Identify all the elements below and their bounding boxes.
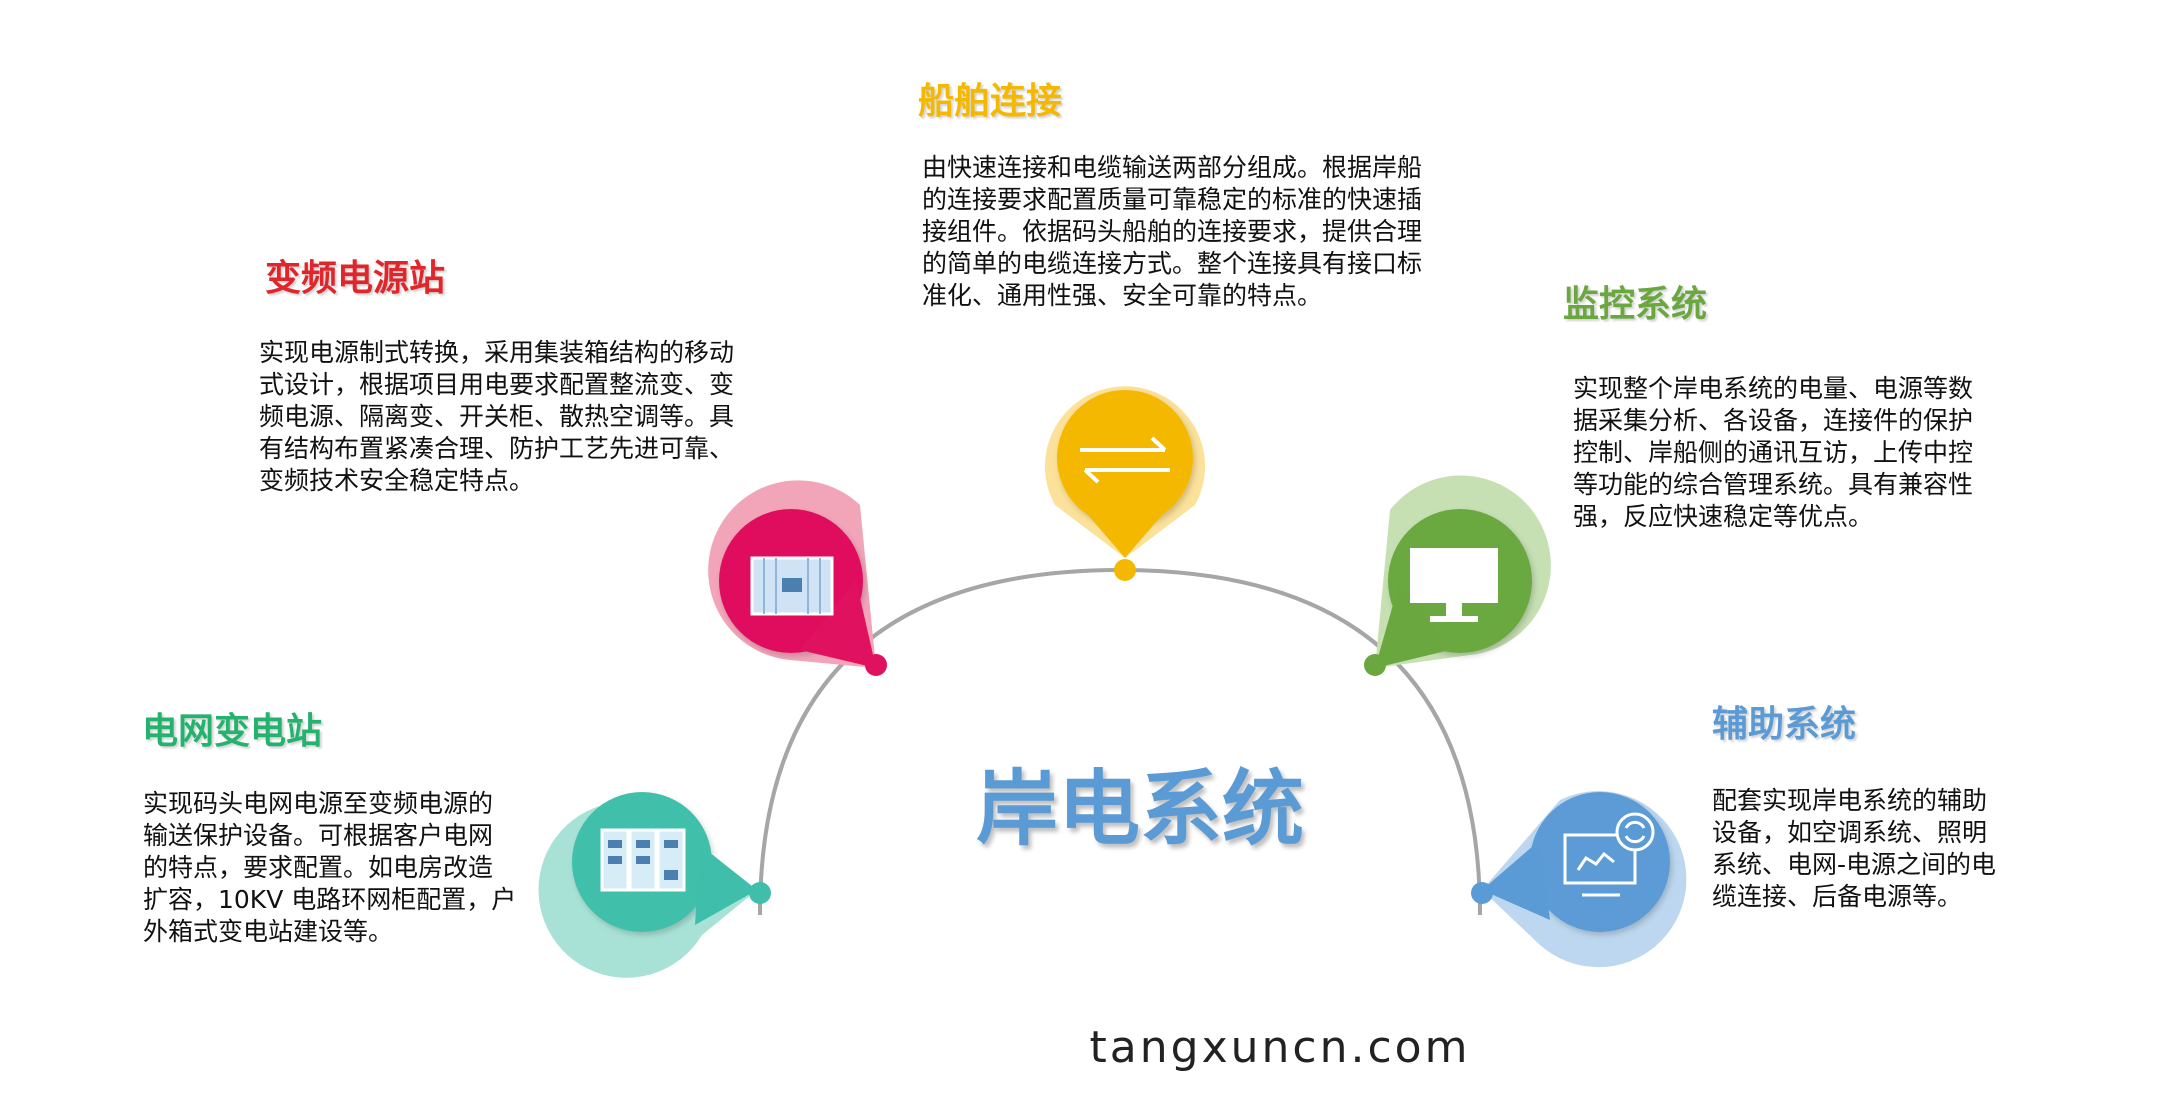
- footer-url: tangxuncn.com: [1089, 1022, 1471, 1073]
- freq-arc-dot: [865, 654, 887, 676]
- aux-desc-line: 设备，如空调系统、照明: [1712, 818, 1988, 847]
- aux-desc-line: 配套实现岸电系统的辅助: [1712, 786, 1988, 815]
- monitor-desc-line: 实现整个岸电系统的电量、电源等数: [1573, 374, 1974, 403]
- monitor-desc-line: 据采集分析、各设备，连接件的保护: [1573, 406, 1974, 435]
- freq-desc-line: 变频技术安全稳定特点。: [259, 466, 535, 495]
- freq-desc-line: 实现电源制式转换，采用集装箱结构的移动: [259, 338, 735, 367]
- ship-node: [1045, 386, 1205, 581]
- switchgear-cabinet-icon: [600, 828, 686, 892]
- ship-desc-line: 的连接要求配置质量可靠稳定的标准的快速插: [922, 185, 1423, 214]
- freq-desc-line: 式设计，根据项目用电要求配置整流变、变: [259, 370, 735, 399]
- grid-desc-line: 扩容，10KV 电路环网柜配置，户: [143, 885, 517, 914]
- aux-desc-line: 缆连接、后备电源等。: [1712, 882, 1963, 911]
- ship-desc-line: 的简单的电缆连接方式。整个连接具有接口标: [922, 249, 1423, 278]
- grid-desc-line: 实现码头电网电源至变频电源的: [143, 789, 494, 818]
- grid-title: 电网变电站: [142, 711, 323, 752]
- ship-desc-line: 由快速连接和电缆输送两部分组成。根据岸船: [922, 153, 1423, 182]
- aux-node: [1471, 791, 1687, 968]
- grid-description: 实现码头电网电源至变频电源的 输送保护设备。可根据客户电网 的特点，要求配置。如…: [143, 788, 516, 948]
- monitor-icon: [1410, 548, 1498, 622]
- monitor-desc-line: 等功能的综合管理系统。具有兼容性: [1573, 470, 1974, 499]
- monitor-node: [1364, 475, 1551, 676]
- center-title: 岸电系统: [975, 762, 1304, 857]
- monitor-arc-dot: [1364, 654, 1386, 676]
- aux-pin: [1530, 792, 1670, 932]
- ship-pin: [1057, 390, 1193, 526]
- aux-desc-line: 系统、电网-电源之间的电: [1712, 850, 1997, 879]
- freq-desc-line: 有结构布置紧凑合理、防护工艺先进可靠、: [259, 434, 735, 463]
- grid-desc-line: 外箱式变电站建设等。: [143, 917, 394, 946]
- exchange-arrows-icon: [1080, 436, 1170, 484]
- aux-title: 辅助系统: [1712, 704, 1857, 745]
- monitor-description: 实现整个岸电系统的电量、电源等数 据采集分析、各设备，连接件的保护 控制、岸船侧…: [1573, 373, 1973, 533]
- grid-desc-line: 的特点，要求配置。如电房改造: [143, 853, 494, 882]
- freq-node: [708, 480, 887, 676]
- freq-description: 实现电源制式转换，采用集装箱结构的移动 式设计，根据项目用电要求配置整流变、变 …: [259, 337, 734, 497]
- gear-monitor-icon: [1563, 812, 1655, 897]
- aux-arc-dot: [1471, 882, 1493, 904]
- monitor-desc-line: 强，反应快速稳定等优点。: [1573, 502, 1874, 531]
- aux-description: 配套实现岸电系统的辅助 设备，如空调系统、照明 系统、电网-电源之间的电 缆连接…: [1712, 785, 1996, 913]
- grid-desc-line: 输送保护设备。可根据客户电网: [143, 821, 494, 850]
- monitor-title: 监控系统: [1563, 284, 1708, 325]
- ship-title: 船舶连接: [918, 81, 1063, 122]
- freq-title: 变频电源站: [265, 258, 446, 299]
- monitor-desc-line: 控制、岸船侧的通讯互访，上传中控: [1573, 438, 1974, 467]
- grid-node: [538, 792, 771, 978]
- container-station-icon: [750, 556, 834, 616]
- grid-arc-dot: [749, 882, 771, 904]
- ship-description: 由快速连接和电缆输送两部分组成。根据岸船 的连接要求配置质量可靠稳定的标准的快速…: [922, 152, 1422, 312]
- ship-desc-line: 接组件。依据码头船舶的连接要求，提供合理: [922, 217, 1423, 246]
- ship-arc-dot: [1114, 559, 1136, 581]
- freq-desc-line: 频电源、隔离变、开关柜、散热空调等。具: [259, 402, 735, 431]
- ship-desc-line: 准化、通用性强、安全可靠的特点。: [922, 281, 1323, 310]
